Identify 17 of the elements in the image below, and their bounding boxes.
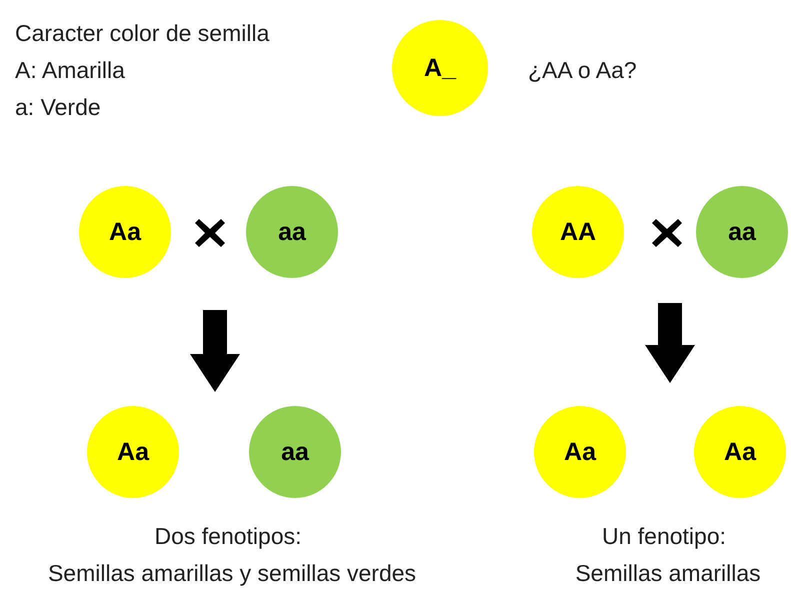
genotype-label: AA [560, 218, 596, 246]
genotype-label: Aa [117, 438, 149, 466]
phenotype-description: Semillas amarillas y semillas verdes [48, 560, 416, 587]
allele-key: A: Amarilla [15, 57, 125, 84]
question-text: ¿AA o Aa? [528, 57, 637, 84]
allele-key: a: Verde [15, 94, 101, 121]
genotype-label: A_ [424, 54, 456, 82]
genotype-label: Aa [109, 218, 141, 246]
genotype-label: Aa [724, 438, 756, 466]
phenotype-heading: Un fenotipo: [602, 523, 726, 550]
phenotype-heading: Dos fenotipos: [154, 523, 302, 550]
phenotype-description: Semillas amarillas [575, 560, 761, 587]
genotype-label: aa [281, 438, 309, 466]
legend-title: Caracter color de semilla [15, 20, 270, 47]
genotype-label: aa [728, 218, 756, 246]
genotype-label: aa [278, 218, 306, 246]
genotype-label: Aa [564, 438, 596, 466]
